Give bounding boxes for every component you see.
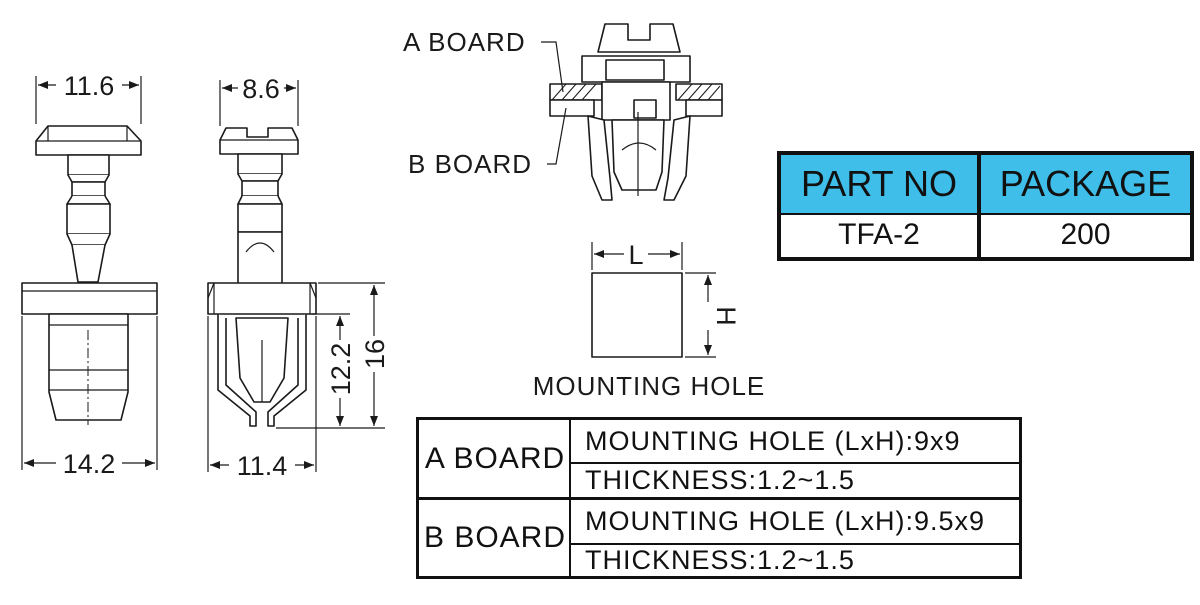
dim-leg-height: 12.2 — [326, 343, 356, 396]
dim-top-width-right: 8.6 — [242, 74, 280, 104]
row-divider — [781, 213, 1190, 215]
header-part-no: PART NO — [781, 155, 977, 213]
dim-base-width-left: 14.2 — [63, 449, 116, 479]
assembly-label-b-board: B BOARD — [408, 149, 532, 179]
mounting-hole-view: L H MOUNTING HOLE — [533, 238, 766, 401]
mounting-hole-label: MOUNTING HOLE — [533, 371, 766, 401]
dim-base-width-right: 11.4 — [237, 451, 288, 481]
hole-length-label: L — [628, 240, 643, 270]
dim-top-width-left: 11.6 — [64, 71, 115, 101]
spec-group-divider — [419, 497, 1019, 500]
front-view: 11.6 14.2 — [21, 70, 158, 479]
dim-total-height: 16 — [360, 339, 390, 369]
part-number-table: PART NO PACKAGE TFA-2 200 — [777, 151, 1194, 261]
board-spec-table: A BOARD MOUNTING HOLE (LxH):9x9 THICKNES… — [416, 417, 1022, 579]
spec-b-board-label: B BOARD — [423, 521, 567, 554]
spec-b-board-mounting-hole: MOUNTING HOLE (LxH):9.5x9 — [585, 506, 986, 536]
value-part-no: TFA-2 — [838, 218, 920, 251]
spec-a-board-thickness: THICKNESS:1.2~1.5 — [585, 465, 855, 495]
assembly-label-a-board: A BOARD — [403, 27, 526, 57]
spec-row-divider-a — [571, 462, 1019, 464]
spec-b-board-thickness: THICKNESS:1.2~1.5 — [585, 545, 855, 575]
assembly-view: A BOARD B BOARD — [403, 23, 723, 201]
value-package: 200 — [1060, 218, 1111, 251]
spec-a-board-mounting-hole: MOUNTING HOLE (LxH):9x9 — [585, 425, 961, 456]
header-package: PACKAGE — [981, 155, 1190, 213]
spec-row-divider-b — [571, 543, 1019, 545]
spec-a-board-label: A BOARD — [424, 441, 566, 475]
column-divider — [977, 155, 981, 257]
side-view: 8.6 11.4 12.2 16 — [207, 74, 390, 481]
hole-height-label: H — [711, 306, 741, 326]
